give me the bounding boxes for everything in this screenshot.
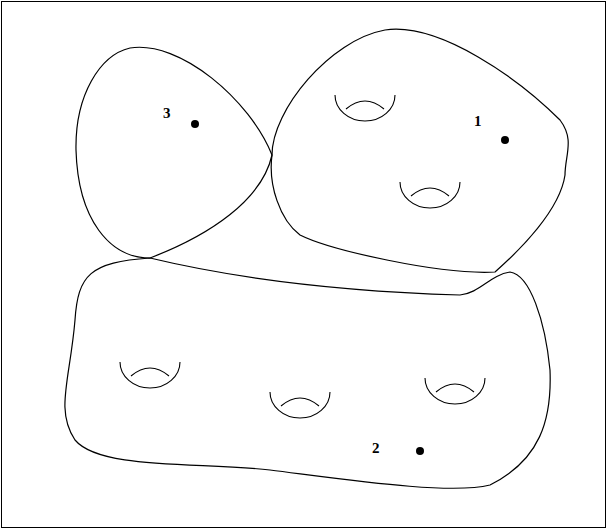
handle [120, 362, 180, 388]
surface-outline [271, 29, 568, 272]
handle [335, 95, 395, 121]
point-number: 2 [372, 441, 380, 456]
surface: 1 [264, 18, 582, 280]
marked-point [501, 136, 509, 144]
surface-outline [65, 258, 550, 488]
point-number: 3 [163, 106, 171, 121]
surface: 3 [68, 38, 282, 266]
marked-point [191, 120, 199, 128]
handle [270, 392, 330, 418]
surface-outline [55, 250, 557, 495]
surface-outline [264, 18, 582, 280]
handle [400, 182, 460, 208]
marked-point [416, 447, 424, 455]
surface-outline [76, 47, 272, 258]
point-number: 1 [474, 114, 482, 129]
surface: 2 [55, 250, 557, 495]
handle [425, 378, 485, 404]
surface-outline [68, 38, 282, 266]
